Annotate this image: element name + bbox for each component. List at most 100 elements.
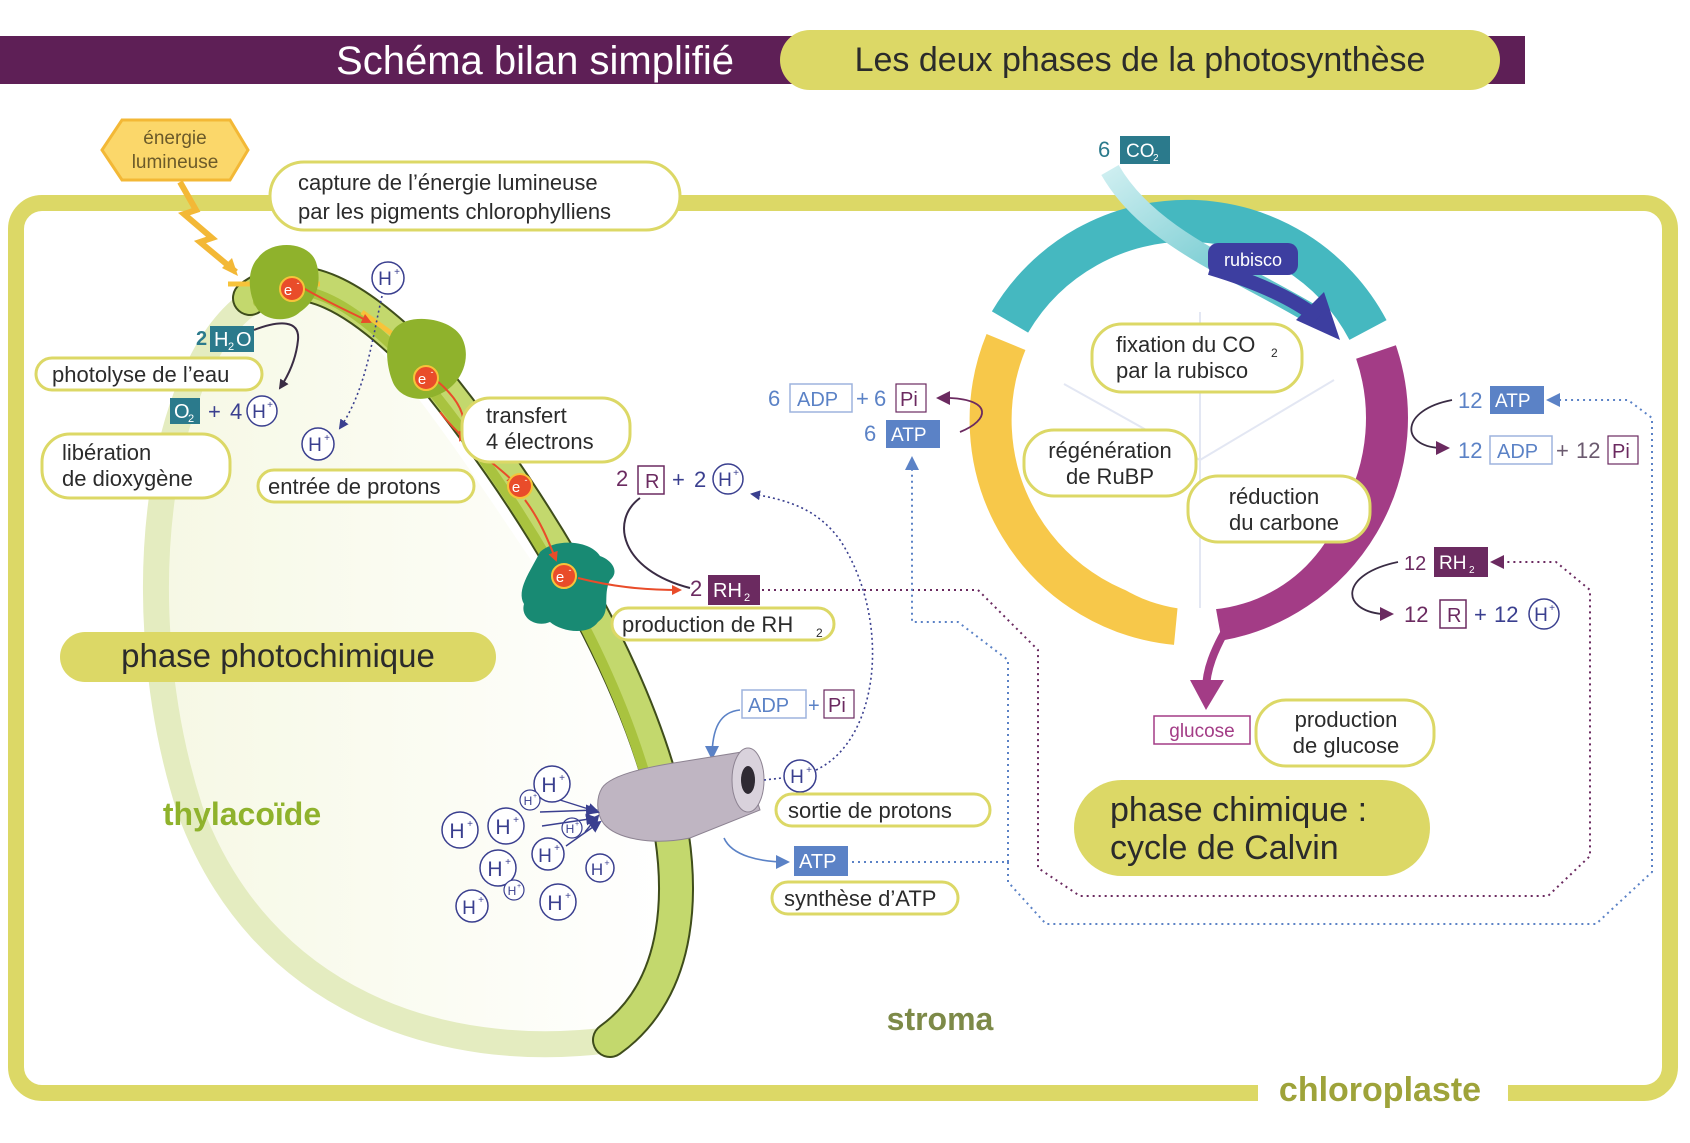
svg-text:H: H [538, 846, 552, 867]
proton-lumen-5: H+ [531, 837, 565, 871]
adp-pi-right: 12 ADP + 12 Pi [1458, 435, 1639, 465]
svg-text:-: - [297, 278, 300, 288]
svg-text:H: H [449, 820, 464, 843]
svg-text:2: 2 [616, 466, 628, 491]
svg-text:e: e [418, 371, 426, 388]
r-regenerated: 12 R + 12 H + [1404, 598, 1560, 630]
svg-text:+: + [208, 399, 221, 424]
svg-text:-: - [569, 565, 572, 575]
svg-text:Pi: Pi [1612, 441, 1630, 463]
svg-text:+: + [672, 467, 685, 492]
atp-product: ATP [794, 846, 848, 876]
rh2-transport-line [762, 555, 1591, 897]
svg-text:H: H [1534, 605, 1548, 626]
svg-text:phase chimique :: phase chimique : [1110, 791, 1367, 829]
atp-consume-arrow [936, 391, 983, 433]
svg-text:par les pigments chlorophyllie: par les pigments chlorophylliens [298, 199, 611, 224]
electron-transfer-label: transfert 4 électrons [460, 396, 632, 464]
svg-text:de dioxygène: de dioxygène [62, 466, 193, 491]
svg-text:2: 2 [1153, 153, 1159, 164]
svg-text:de RuBP: de RuBP [1066, 464, 1154, 489]
svg-text:réduction: réduction [1229, 484, 1320, 509]
svg-text:production: production [1295, 707, 1398, 732]
light-energy-label-1: énergie [143, 128, 206, 149]
svg-text:+: + [324, 433, 330, 444]
svg-text:2: 2 [188, 413, 194, 425]
svg-text:2: 2 [816, 626, 823, 640]
atp-synthesis-label: synthèse d’ATP [770, 880, 960, 916]
svg-text:+: + [505, 857, 511, 868]
svg-text:H: H [547, 892, 562, 915]
chloroplast-label-bg [1258, 1068, 1508, 1112]
svg-text:+: + [467, 819, 473, 830]
lumen-protons: H+ H+ H+ H+ H+ H+ H+ H+ H+ H+ H+ [441, 765, 615, 923]
proton-lumen-7: H+ [539, 883, 577, 921]
o2-products: O 2 + 4 H + [170, 395, 278, 427]
svg-text:H: H [495, 816, 510, 839]
r-acceptor-group: 2 R + 2 H + [616, 463, 744, 495]
photosystem-1 [387, 318, 466, 399]
rh2-in-cycle: 12 RH 2 [1404, 547, 1488, 577]
photolysis-arrow [253, 322, 300, 390]
proton-entry-arrow [338, 295, 383, 430]
svg-text:+: + [806, 765, 812, 776]
chloroplast-outline [8, 195, 1678, 1101]
glucose-production-label: production de glucose [1254, 698, 1436, 768]
proton-lumen-8: H+ [585, 853, 615, 883]
rubisco-badge: rubisco [1208, 243, 1298, 275]
stroma-label: stroma [887, 1001, 994, 1037]
svg-text:production de RH: production de RH [622, 612, 793, 637]
svg-text:synthèse d’ATP: synthèse d’ATP [784, 886, 936, 911]
svg-text:2: 2 [196, 328, 207, 350]
svg-text:2: 2 [694, 467, 706, 492]
atp-transport-line-b [1007, 393, 1653, 925]
svg-text:12: 12 [1404, 602, 1428, 627]
svg-text:+: + [478, 895, 484, 906]
svg-text:cycle de Calvin: cycle de Calvin [1110, 829, 1339, 867]
svg-text:2: 2 [744, 592, 750, 604]
svg-text:12: 12 [1458, 438, 1482, 463]
svg-text:2: 2 [690, 576, 702, 601]
svg-text:par la rubisco: par la rubisco [1116, 358, 1248, 383]
svg-text:ADP: ADP [1497, 441, 1538, 463]
rh2-product: 2 RH 2 [690, 575, 760, 605]
svg-text:12: 12 [1576, 438, 1600, 463]
svg-text:2: 2 [228, 341, 234, 353]
svg-text:H: H [214, 329, 228, 351]
thylakoid-label: thylacoïde [163, 796, 321, 832]
atp-use-arrow [1410, 399, 1453, 455]
svg-text:+: + [1549, 603, 1555, 614]
electron-2: e - [413, 365, 439, 391]
svg-text:+: + [517, 883, 521, 890]
svg-text:-: - [525, 475, 528, 485]
fixation-label: fixation du CO 2 par la rubisco [1090, 322, 1304, 394]
adp-to-synthase-arrow [705, 709, 741, 760]
svg-text:+: + [267, 400, 273, 411]
svg-text:H: H [718, 470, 732, 491]
electron-3: e - [507, 473, 533, 499]
svg-text:fixation du CO: fixation du CO [1116, 332, 1255, 357]
synthase-to-atp-arrow [723, 837, 790, 869]
electron-4: e - [551, 563, 577, 589]
rh2-production-label: production de RH 2 [610, 606, 836, 642]
svg-text:H: H [524, 794, 533, 808]
phase-chimique-label: phase chimique : cycle de Calvin [1074, 780, 1430, 876]
svg-text:6: 6 [768, 386, 780, 411]
svg-text:RH: RH [1439, 553, 1466, 574]
svg-text:du carbone: du carbone [1229, 510, 1339, 535]
svg-text:R: R [645, 471, 659, 493]
proton-lumen-1: H+ [533, 765, 571, 803]
proton-lumen-2: H+ [441, 811, 479, 849]
proton-lumen-9: H+ [519, 789, 541, 811]
h2o-molecule: 2 H 2 O [196, 326, 254, 353]
svg-text:6: 6 [1098, 137, 1110, 162]
header: Schéma bilan simplifié Les deux phases d… [0, 30, 1525, 90]
rh2-use-arrow [1351, 561, 1399, 621]
svg-text:+: + [808, 695, 820, 717]
electron-1: e - [279, 276, 305, 302]
page-subtitle: Les deux phases de la photosynthèse [855, 41, 1426, 79]
svg-text:12: 12 [1494, 602, 1518, 627]
svg-text:O: O [174, 401, 190, 423]
svg-text:2: 2 [1469, 565, 1475, 576]
svg-text:4 électrons: 4 électrons [486, 429, 594, 454]
